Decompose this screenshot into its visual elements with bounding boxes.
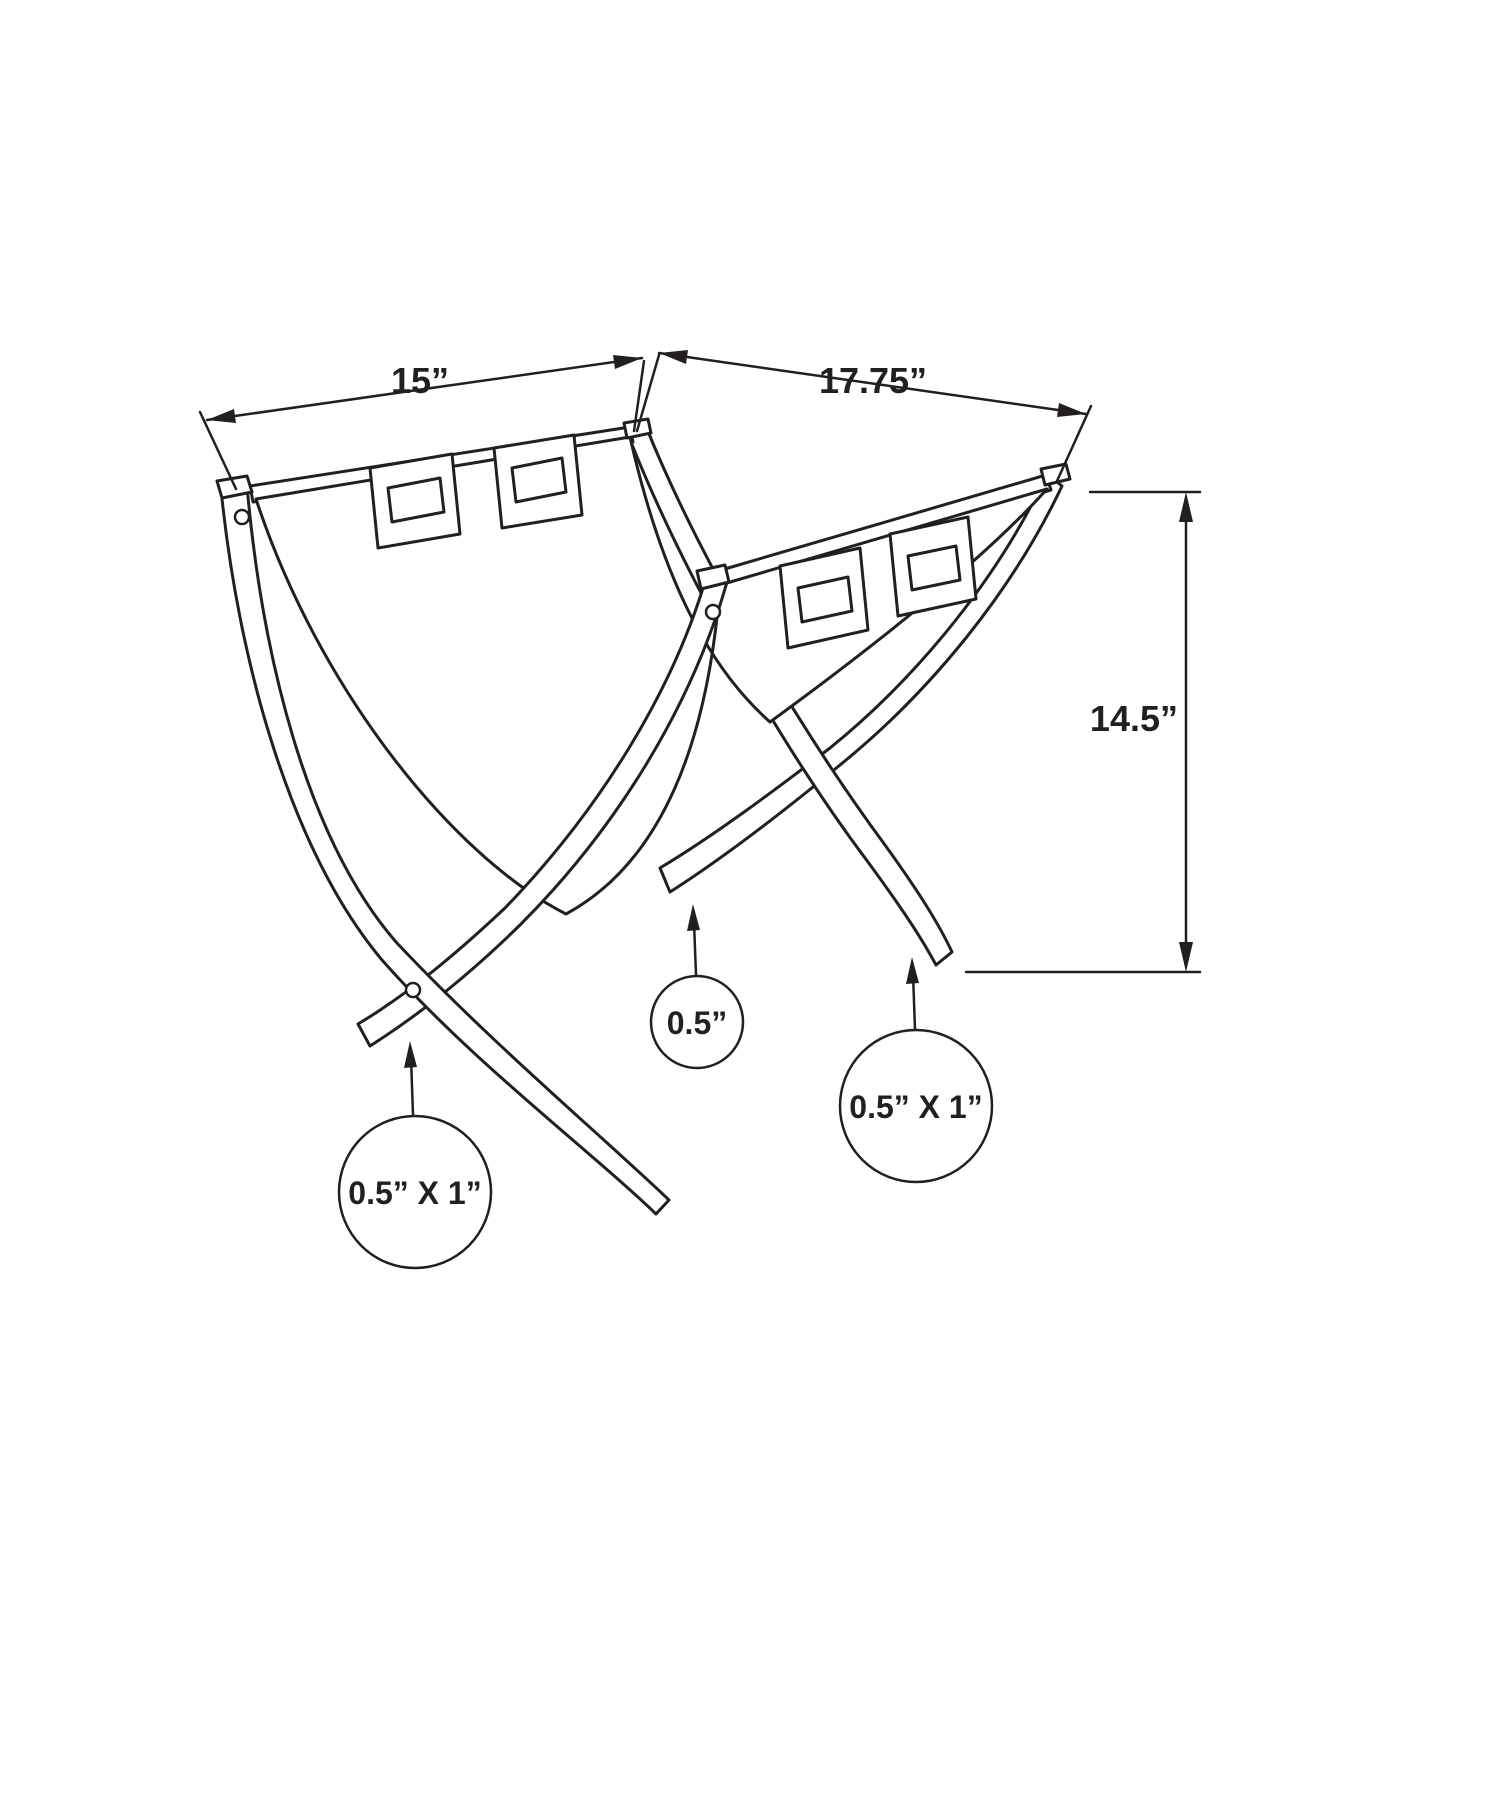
rivet-icon <box>704 603 722 621</box>
rear-right-post-cap <box>1039 462 1072 487</box>
callout-leader-line <box>409 1056 415 1117</box>
arrow-up-icon <box>404 1041 417 1068</box>
callout-bubble <box>649 974 745 1070</box>
height-dimension-label: 14.5” <box>1090 698 1178 739</box>
callout-rear-leg: 0.5” X 1” <box>838 957 994 1184</box>
arrow-right-icon <box>1057 403 1086 417</box>
front-right-leg <box>356 580 729 1048</box>
arrow-down-icon <box>1179 942 1193 972</box>
front-right-post-cap <box>695 563 731 591</box>
left-straps <box>368 433 584 550</box>
strap-slot <box>386 476 446 524</box>
arrow-right-icon <box>613 355 642 369</box>
arrow-up-icon <box>906 957 919 984</box>
callout-stretcher-label: 0.5” <box>667 1005 727 1041</box>
depth-dimension-line <box>657 351 1088 416</box>
arrow-left-icon <box>659 350 688 364</box>
width-dimension: 15” <box>198 355 646 491</box>
callout-front-leg: 0.5” X 1” <box>337 1041 493 1270</box>
depth-dimension: 17.75” <box>635 350 1093 483</box>
width-dimension-label: 15” <box>391 360 449 401</box>
width-dimension-line <box>205 356 644 422</box>
callout-rear-leg-label: 0.5” X 1” <box>849 1089 982 1125</box>
right-straps <box>778 515 978 650</box>
extension-line <box>198 410 238 491</box>
rivet-icon <box>404 981 422 999</box>
arrow-up-icon <box>1179 492 1193 522</box>
extension-line <box>632 359 646 433</box>
strap-slot <box>796 575 854 624</box>
height-dimension: 14.5” <box>964 490 1202 974</box>
callout-bubble <box>838 1028 994 1184</box>
magazine-rack-drawing <box>215 417 1072 1216</box>
callout-stretcher: 0.5” <box>649 904 745 1070</box>
arrow-left-icon <box>207 409 236 423</box>
callout-front-leg-label: 0.5” X 1” <box>348 1175 481 1211</box>
front-left-leg <box>219 484 671 1216</box>
extension-line <box>1055 404 1093 483</box>
rivet-icon <box>233 508 251 526</box>
strap-slot <box>510 456 568 504</box>
callout-bubble <box>337 1114 493 1270</box>
strap-slot <box>906 544 962 592</box>
rear-right-leg <box>658 472 1064 894</box>
callout-leader-line <box>692 920 698 977</box>
extension-line <box>635 353 661 433</box>
depth-dimension-label: 17.75” <box>819 360 927 401</box>
arrow-up-icon <box>687 904 700 931</box>
